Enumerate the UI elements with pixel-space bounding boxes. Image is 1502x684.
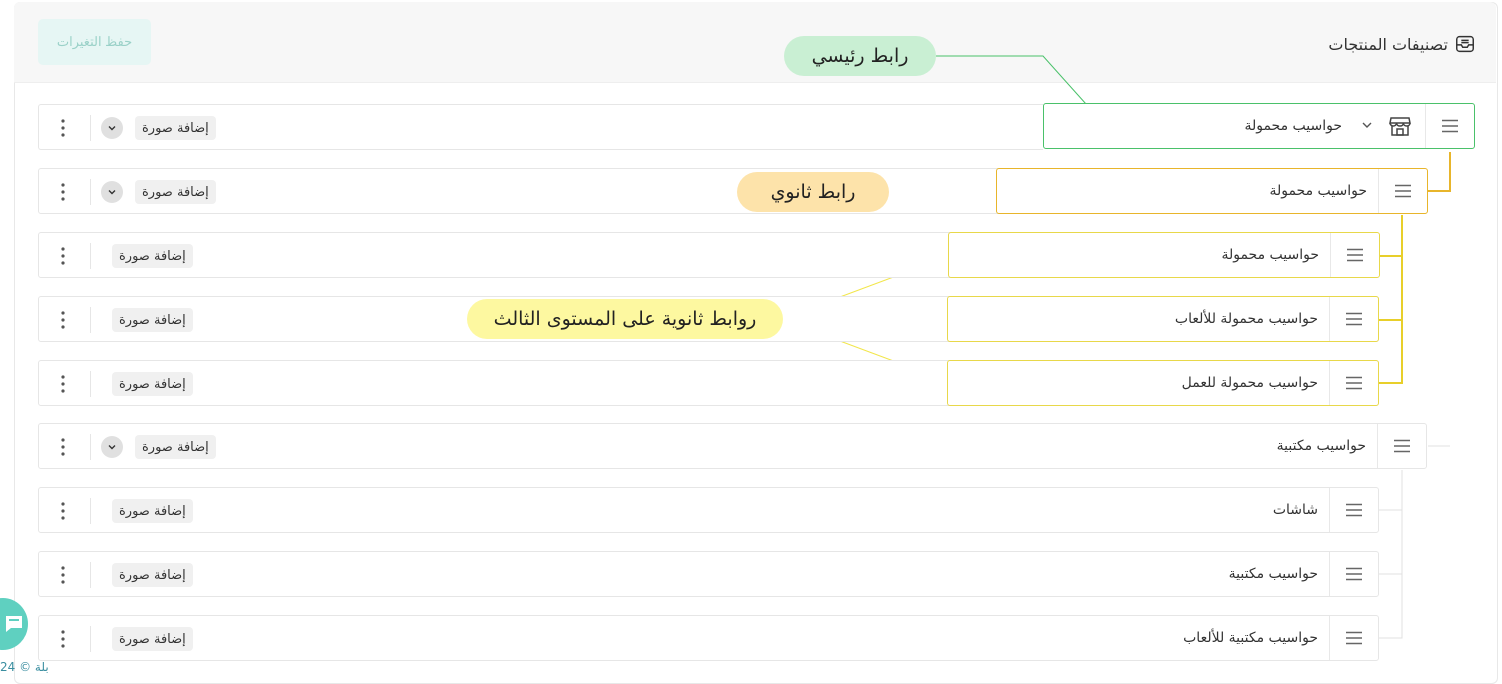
kebab-menu-icon[interactable] xyxy=(57,115,69,141)
kebab-menu-icon[interactable] xyxy=(57,371,69,397)
separator xyxy=(90,179,91,205)
separator xyxy=(90,626,91,652)
kebab-menu-icon[interactable] xyxy=(57,243,69,269)
footer-text: بلة © 24 xyxy=(0,660,49,674)
expand-button[interactable] xyxy=(101,181,123,203)
category-label: حواسيب محمولة xyxy=(1221,247,1319,263)
panel-header xyxy=(14,2,1496,83)
chevron-down-icon xyxy=(108,445,116,450)
chevron-down-icon xyxy=(108,190,116,195)
chevron-down-icon[interactable] xyxy=(1360,118,1374,132)
drag-handle[interactable] xyxy=(1329,488,1378,532)
add-image-button[interactable]: إضافة صورة xyxy=(112,244,193,268)
category-label: حواسيب مكتبية للألعاب xyxy=(1183,630,1318,646)
callout-secondary-link: رابط ثانوي xyxy=(737,172,889,212)
category-label: حواسيب مكتبية xyxy=(1228,566,1318,582)
drag-handle-icon xyxy=(1442,119,1458,133)
inbox-icon xyxy=(1456,35,1474,53)
add-image-button[interactable]: إضافة صورة xyxy=(135,116,216,140)
callout-third-level-links: روابط ثانوية على المستوى الثالث xyxy=(467,299,783,339)
drag-handle[interactable] xyxy=(1425,104,1474,148)
callout-main-link: رابط رئيسي xyxy=(784,36,936,76)
kebab-menu-icon[interactable] xyxy=(57,307,69,333)
category-label: حواسيب محمولة للألعاب xyxy=(1174,311,1318,327)
category-row[interactable]: إضافة صورة حواسيب مكتبية xyxy=(38,423,1427,469)
category-row-third[interactable]: حواسيب محمولة للألعاب xyxy=(947,296,1379,342)
separator xyxy=(90,562,91,588)
separator xyxy=(90,434,91,460)
add-image-button[interactable]: إضافة صورة xyxy=(112,308,193,332)
separator xyxy=(90,498,91,524)
expand-button[interactable] xyxy=(101,117,123,139)
kebab-menu-icon[interactable] xyxy=(57,626,69,652)
add-image-button[interactable]: إضافة صورة xyxy=(112,627,193,651)
drag-handle[interactable] xyxy=(1329,361,1378,405)
drag-handle[interactable] xyxy=(1330,233,1379,277)
drag-handle[interactable] xyxy=(1329,297,1378,341)
category-label: حواسيب مكتبية xyxy=(1276,438,1366,454)
category-row-secondary[interactable]: حواسيب محمولة xyxy=(996,168,1428,214)
drag-handle-icon xyxy=(1347,248,1363,262)
drag-handle[interactable] xyxy=(1329,616,1378,660)
category-row-third[interactable]: حواسيب محمولة للعمل xyxy=(947,360,1379,406)
add-image-button[interactable]: إضافة صورة xyxy=(135,180,216,204)
drag-handle[interactable] xyxy=(1378,169,1427,213)
category-label: حواسيب محمولة xyxy=(1269,183,1367,199)
category-row[interactable]: إضافة صورة شاشات xyxy=(38,487,1379,533)
drag-handle-icon xyxy=(1346,312,1362,326)
separator xyxy=(90,243,91,269)
separator xyxy=(90,115,91,141)
drag-handle-icon xyxy=(1346,503,1362,517)
category-row[interactable]: إضافة صورة حواسيب مكتبية للألعاب xyxy=(38,615,1379,661)
separator xyxy=(90,307,91,333)
page-title: تصنيفات المنتجات xyxy=(1328,32,1476,56)
drag-handle[interactable] xyxy=(1377,424,1426,468)
save-changes-button[interactable]: حفظ التغيرات xyxy=(38,19,151,65)
drag-handle-icon xyxy=(1346,567,1362,581)
category-row-third[interactable]: حواسيب محمولة xyxy=(948,232,1380,278)
drag-handle[interactable] xyxy=(1329,552,1378,596)
drag-handle-icon xyxy=(1394,439,1410,453)
drag-handle-icon xyxy=(1395,184,1411,198)
add-image-button[interactable]: إضافة صورة xyxy=(112,372,193,396)
kebab-menu-icon[interactable] xyxy=(57,179,69,205)
chat-icon xyxy=(6,616,22,632)
chevron-down-icon xyxy=(108,126,116,131)
kebab-menu-icon[interactable] xyxy=(57,562,69,588)
kebab-menu-icon[interactable] xyxy=(57,498,69,524)
add-image-button[interactable]: إضافة صورة xyxy=(112,563,193,587)
separator xyxy=(90,371,91,397)
drag-handle-icon xyxy=(1346,376,1362,390)
category-row[interactable]: إضافة صورة حواسيب مكتبية xyxy=(38,551,1379,597)
category-label: حواسيب محمولة للعمل xyxy=(1181,375,1318,391)
expand-button[interactable] xyxy=(101,436,123,458)
page-title-text: تصنيفات المنتجات xyxy=(1328,34,1448,54)
drag-handle-icon xyxy=(1346,631,1362,645)
category-row-main[interactable]: حواسيب محمولة xyxy=(1043,103,1475,149)
add-image-button[interactable]: إضافة صورة xyxy=(135,435,216,459)
category-label: حواسيب محمولة xyxy=(1244,118,1342,134)
kebab-menu-icon[interactable] xyxy=(57,434,69,460)
add-image-button[interactable]: إضافة صورة xyxy=(112,499,193,523)
store-icon[interactable] xyxy=(1388,115,1412,137)
category-label: شاشات xyxy=(1272,502,1318,518)
category-row-controls: إضافة صورة xyxy=(38,104,1043,150)
